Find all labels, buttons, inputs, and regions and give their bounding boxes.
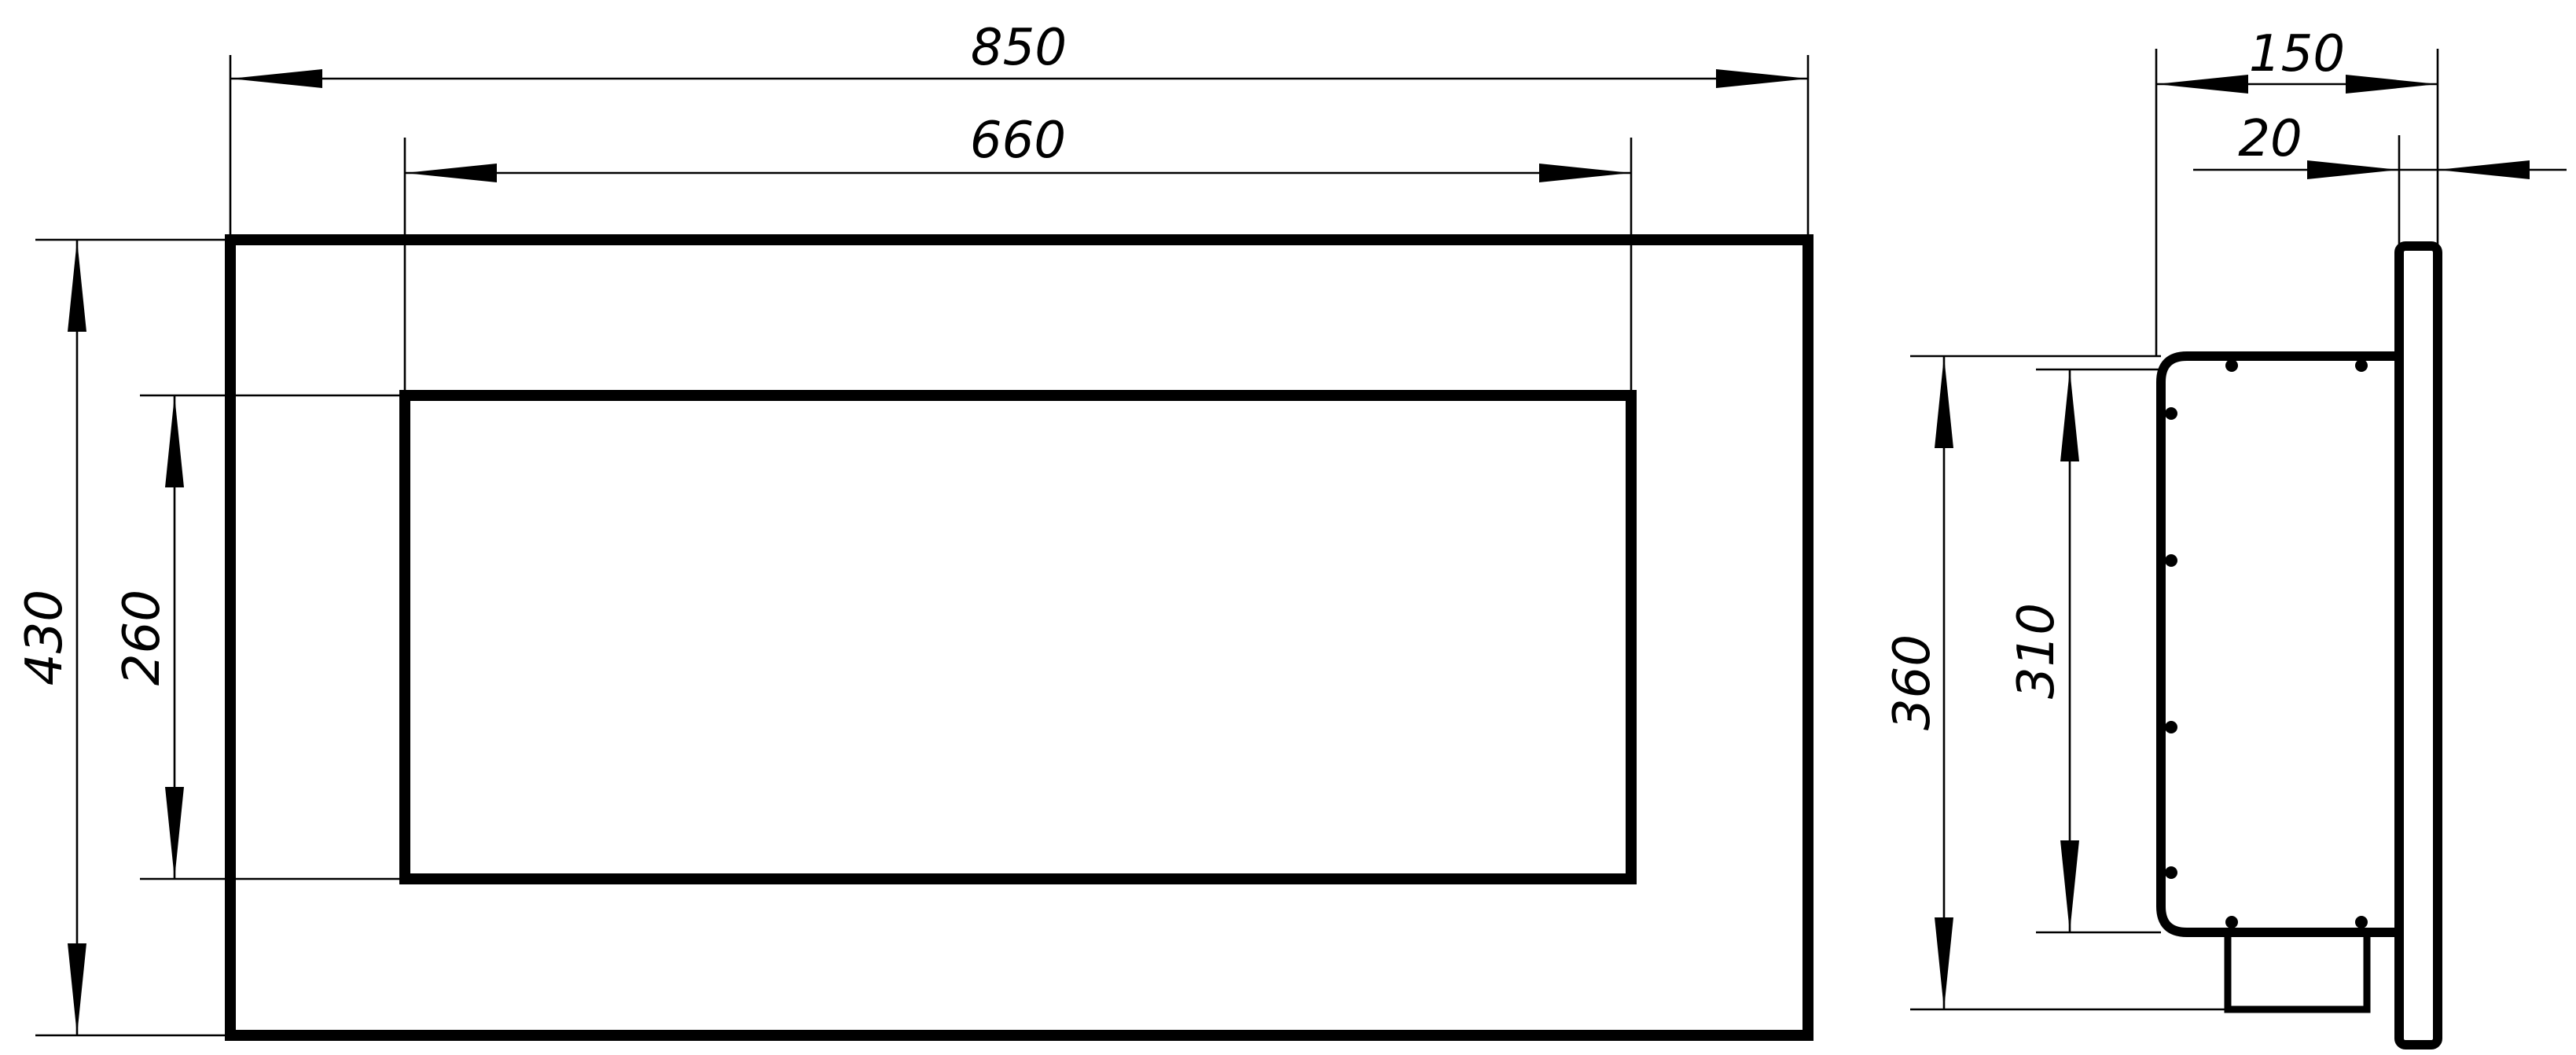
dim-inner-height: 260: [113, 394, 405, 880]
arrow-left: [230, 69, 322, 88]
dim-label-150: 150: [2249, 25, 2345, 83]
side-front-panel: [2394, 241, 2442, 1049]
dim-opening-height: 310: [2008, 368, 2161, 934]
dim-label-20: 20: [2238, 110, 2302, 168]
front-view: 850 660 430 260: [16, 19, 1813, 1041]
fastener-dots: [2165, 359, 2368, 928]
dim-label-850: 850: [971, 19, 1067, 77]
dim-outer-width: 850: [229, 19, 1810, 240]
dim-label-660: 660: [970, 112, 1066, 170]
front-outer-frame: [225, 234, 1813, 1041]
dim-label-360: 360: [1883, 634, 1942, 730]
side-body: [2156, 351, 2399, 937]
front-inner-opening: [399, 390, 1637, 884]
side-bottom-block: [2224, 928, 2371, 1013]
dim-label-310: 310: [2008, 603, 2066, 699]
dim-label-430: 430: [16, 590, 74, 686]
dim-outer-height: 430: [16, 238, 230, 1037]
dim-depth: 150: [2155, 25, 2439, 356]
arrow-right: [1716, 69, 1808, 88]
dim-body-height: 360: [1883, 355, 2228, 1011]
dim-inner-width: 660: [403, 112, 1633, 395]
side-view: 150 20 360 310: [1883, 25, 2567, 1049]
dim-label-260: 260: [113, 590, 171, 686]
dim-panel-thickness: 20: [2193, 110, 2567, 246]
